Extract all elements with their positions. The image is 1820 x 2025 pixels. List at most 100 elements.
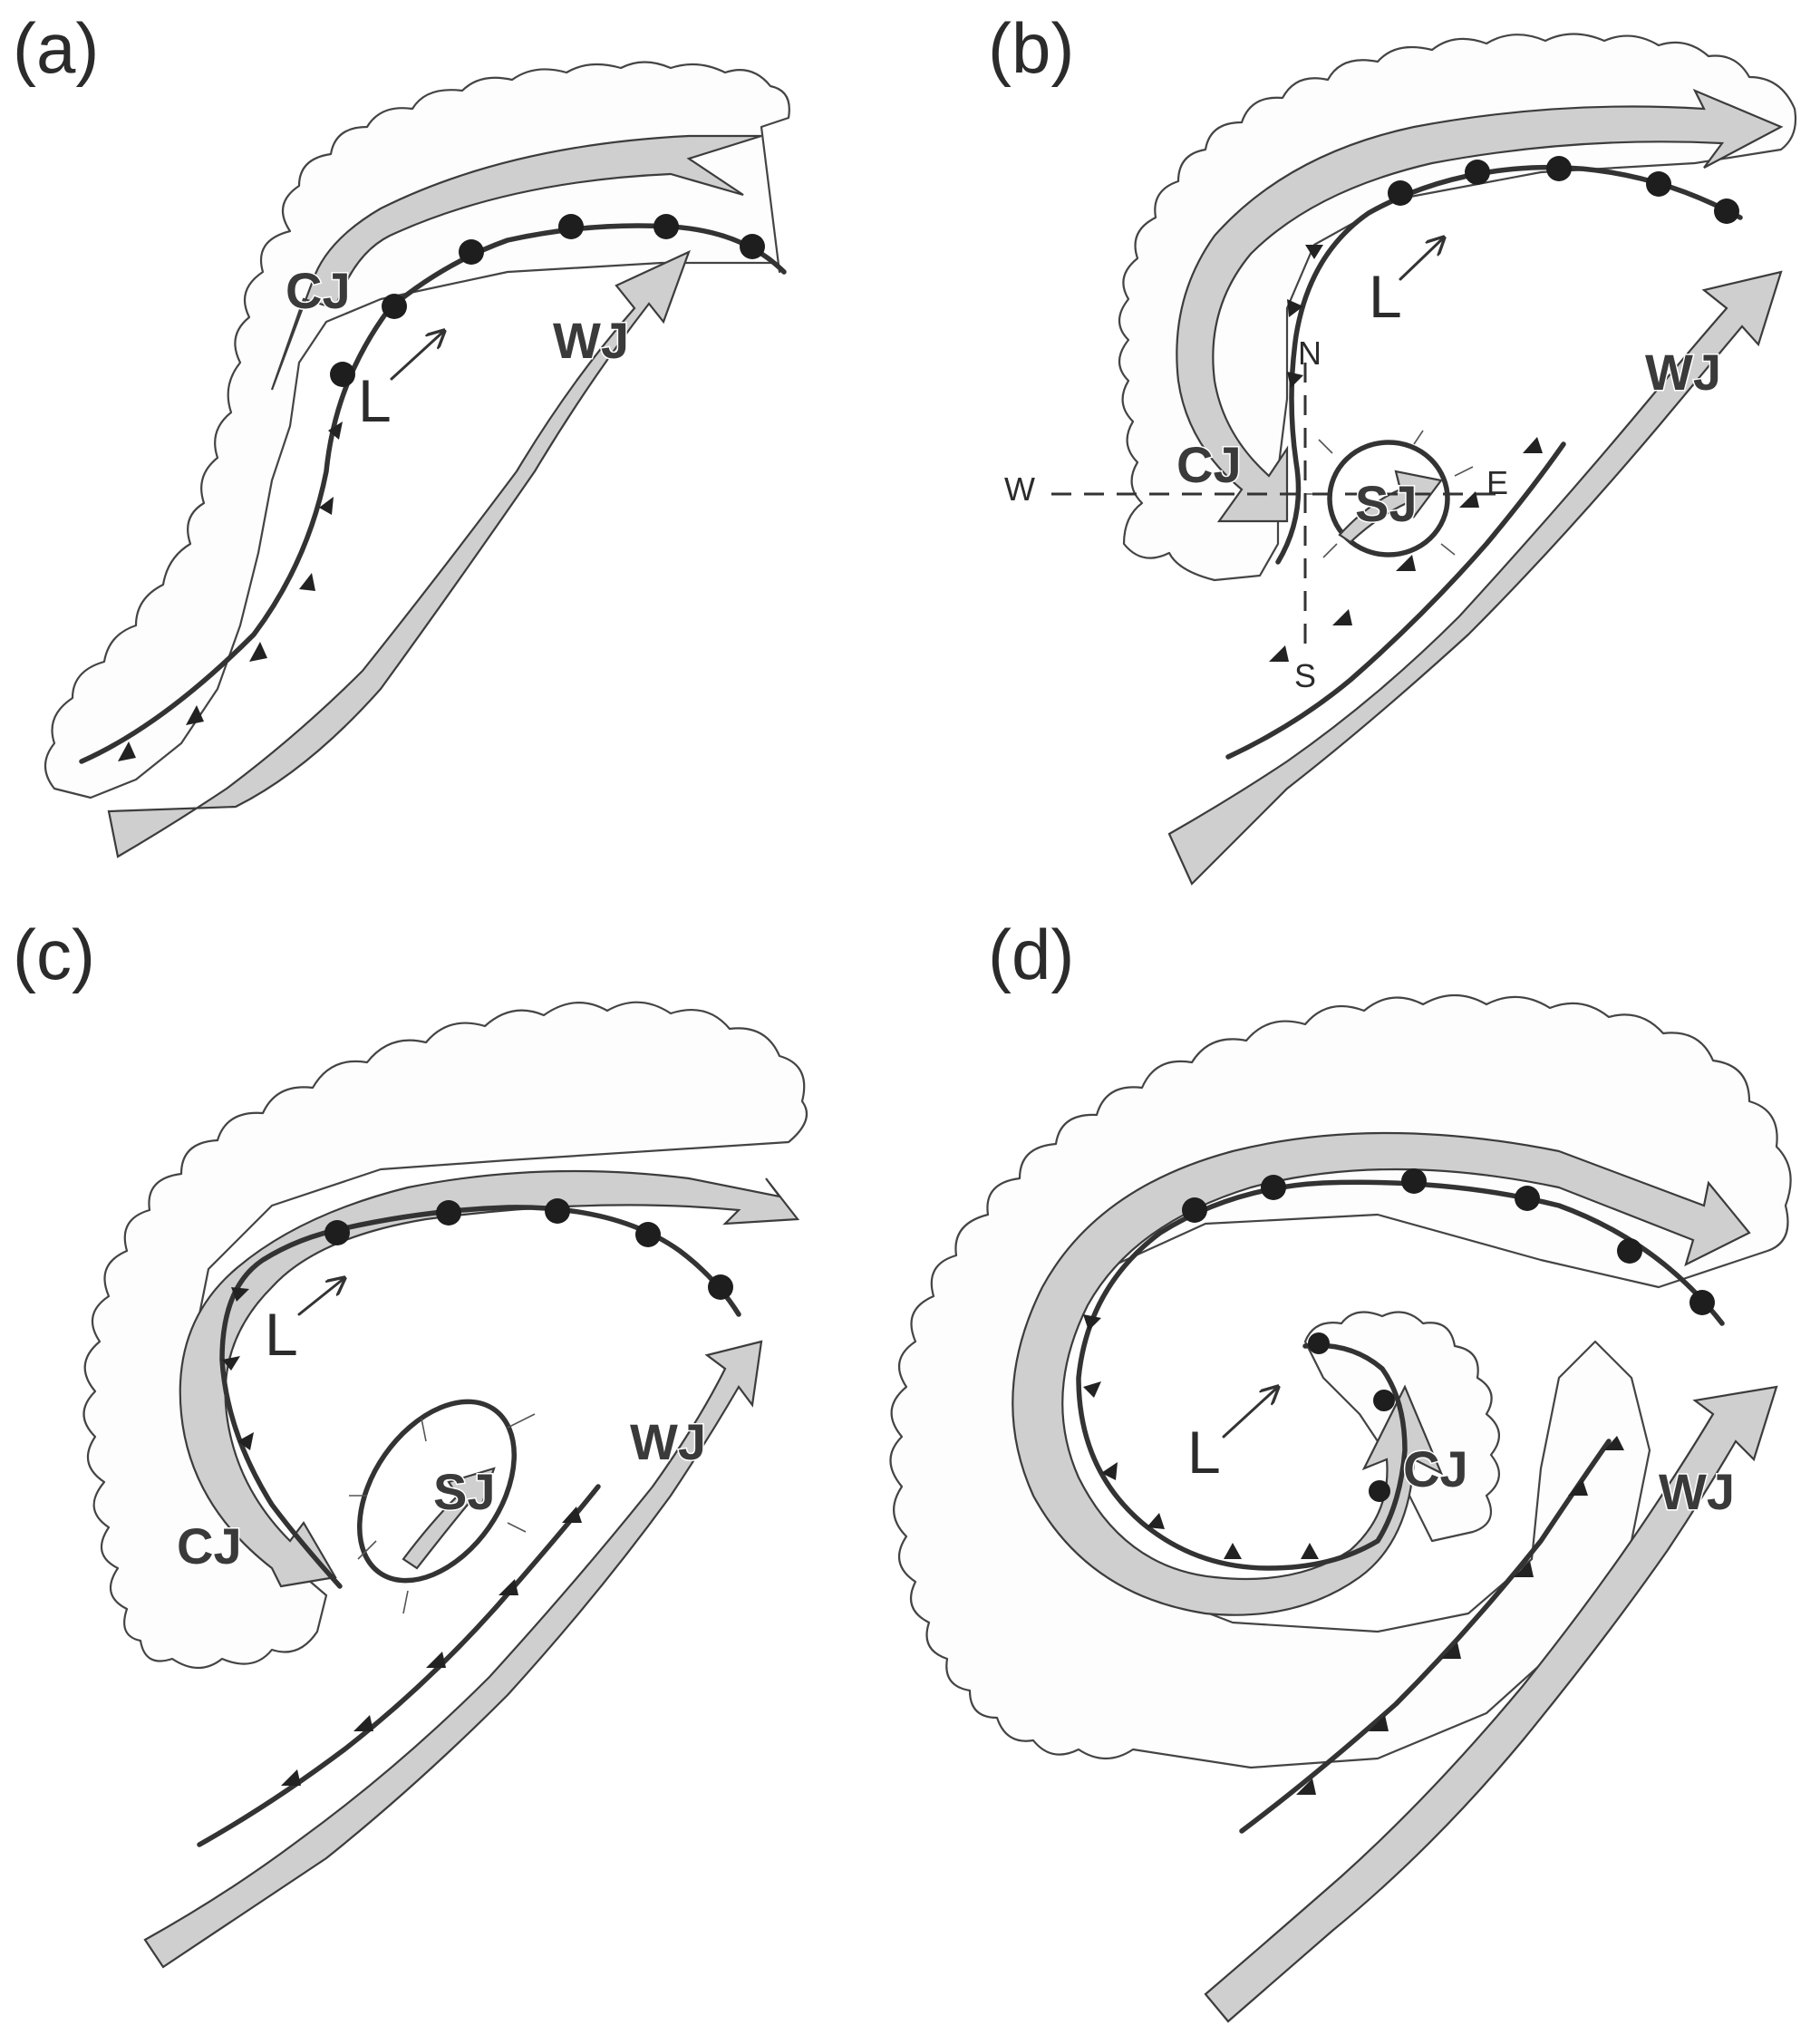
panel-c-label: (c) (13, 915, 95, 994)
cold-front-triangle-icon (1523, 437, 1543, 453)
tick-mark (1413, 430, 1424, 445)
panel-d-cold-front (1239, 1439, 1612, 1834)
panel-a-cj-label: CJ (286, 262, 351, 319)
cold-front-triangle-icon (1396, 555, 1416, 571)
warm-front-dot-icon (708, 1274, 733, 1300)
tick-mark (1454, 466, 1474, 477)
warm-front-dot-icon (1546, 156, 1572, 181)
warm-front-dot-icon (1515, 1186, 1540, 1211)
panel-c-sting-jet-region (356, 1399, 518, 1584)
panel-c: (c) CJ WJ SJ L (13, 915, 808, 1969)
panel-a-label: (a) (13, 8, 99, 88)
cold-front-triangle-icon (1296, 1778, 1316, 1795)
cold-front-triangle-icon (353, 1715, 373, 1731)
panel-c-cold-jet (179, 1169, 800, 1588)
warm-front-dot-icon (324, 1220, 350, 1245)
warm-front-dot-icon (635, 1222, 661, 1247)
cold-front-triangle-icon (499, 1579, 518, 1595)
panel-d-low-motion-arrow-icon (1222, 1387, 1278, 1439)
panel-d-cj-label: CJ (1403, 1440, 1468, 1497)
cold-front-triangle-icon (1441, 1642, 1461, 1659)
cold-front-triangle-icon (1147, 1513, 1165, 1529)
cold-front-triangle-icon (1514, 1561, 1534, 1577)
cold-front-triangle-icon (1369, 1715, 1389, 1731)
panel-b-cj-label: CJ (1176, 436, 1242, 493)
panel-d-cold-jet (1012, 1131, 1751, 1616)
warm-front-dot-icon (1182, 1197, 1207, 1223)
panel-b: (b) CJ WJ SJ L N S E W (988, 8, 1797, 886)
panel-a-cloud (44, 61, 790, 799)
panel-b-compass-west: W (1004, 470, 1035, 508)
cold-front-triangle-icon (222, 1356, 240, 1371)
warm-front-dot-icon (1388, 180, 1413, 206)
cold-front-triangle-icon (1604, 1436, 1624, 1450)
warm-front-dot-icon (1646, 171, 1671, 197)
tick-mark (421, 1418, 427, 1442)
tick-mark (507, 1413, 536, 1429)
tick-mark (1322, 543, 1338, 558)
panel-a-wj-label: WJ (553, 312, 629, 369)
warm-front-dot-icon (545, 1198, 570, 1224)
panel-a-warm-jet (107, 249, 691, 858)
panel-d-low-label: L (1187, 1419, 1221, 1486)
panel-a-low-label: L (358, 367, 392, 434)
panel-b-low-label: L (1369, 263, 1402, 330)
panel-c-sting-jet (402, 1467, 496, 1570)
panel-d: (d) CJ WJ L (889, 915, 1792, 2023)
warm-front-dot-icon (1369, 1480, 1390, 1502)
panel-b-sting-jet (1338, 470, 1443, 544)
warm-front-dot-icon (653, 214, 679, 239)
panel-b-cold-front (1225, 441, 1566, 760)
panel-b-cloud (1118, 33, 1797, 582)
tick-mark (507, 1522, 527, 1533)
cold-front-triangle-icon (237, 1432, 254, 1450)
tick-mark (1318, 439, 1333, 454)
panel-b-compass-north: N (1298, 334, 1321, 372)
panel-b-sting-jet-region (1327, 440, 1450, 557)
panel-a-low-motion-arrow-icon (390, 331, 444, 381)
warm-front-dot-icon (1465, 160, 1490, 185)
warm-front-dot-icon (1714, 199, 1739, 224)
warm-front-dot-icon (1373, 1390, 1395, 1411)
cold-front-triangle-icon (319, 497, 334, 515)
cold-front-triangle-icon (231, 1287, 249, 1302)
cold-front-triangle-icon (281, 1769, 301, 1786)
warm-front-dot-icon (436, 1200, 461, 1226)
warm-front-dot-icon (382, 294, 407, 319)
cold-front-triangle-icon (1301, 1543, 1319, 1559)
panel-c-cold-front (197, 1484, 601, 1847)
cold-front-triangle-icon (1269, 645, 1289, 662)
cold-front-triangle-icon (1305, 245, 1323, 259)
warm-front-dot-icon (330, 362, 355, 387)
panel-b-warm-front (1275, 164, 1743, 565)
panel-b-compass-east: E (1486, 464, 1508, 501)
panel-b-sj-label: SJ (1355, 475, 1418, 532)
warm-front-dot-icon (1689, 1290, 1715, 1315)
cold-front-triangle-icon (1287, 372, 1303, 388)
panel-b-label: (b) (988, 8, 1074, 88)
cold-front-triangle-icon (426, 1652, 446, 1668)
cold-front-triangle-icon (186, 705, 204, 725)
panel-a: (a) CJ WJ L (13, 8, 790, 858)
cold-front-triangle-icon (249, 642, 267, 662)
panel-d-warm-jet (1204, 1385, 1778, 2023)
tick-mark (402, 1590, 409, 1614)
panel-c-sj-label: SJ (433, 1463, 496, 1520)
cold-front-triangle-icon (299, 573, 315, 591)
warm-front-dot-icon (740, 234, 765, 259)
cold-front-triangle-icon (328, 421, 343, 440)
cold-front-triangle-icon (1459, 491, 1479, 508)
panel-c-wj-label: WJ (630, 1413, 706, 1470)
panel-b-compass-south: S (1294, 657, 1316, 694)
warm-front-dot-icon (1401, 1168, 1427, 1194)
panel-a-cold-jet (270, 134, 762, 391)
cold-front-triangle-icon (118, 741, 136, 761)
warm-front-dot-icon (1261, 1175, 1286, 1200)
cold-front-triangle-icon (1101, 1462, 1118, 1480)
panel-b-low-motion-arrow-icon (1399, 237, 1444, 281)
panel-d-warm-front (1076, 1179, 1725, 1571)
panel-d-wj-label: WJ (1659, 1463, 1735, 1520)
cold-front-triangle-icon (1332, 609, 1352, 625)
cold-front-triangle-icon (1083, 1314, 1101, 1331)
